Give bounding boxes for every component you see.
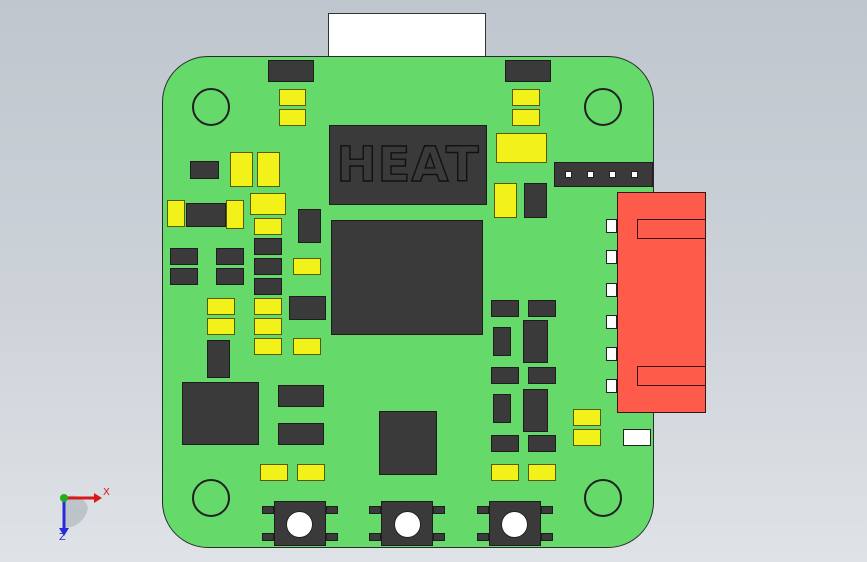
capacitor[interactable]	[297, 464, 325, 481]
side-connector-latch	[637, 219, 706, 239]
header-pin	[565, 171, 572, 178]
tactile-button-pad	[262, 533, 274, 541]
side-connector-pin	[606, 250, 617, 264]
side-connector-pin	[606, 379, 617, 393]
main-mcu-chip[interactable]	[331, 220, 483, 335]
ic-package[interactable]	[528, 367, 556, 384]
ic-package[interactable]	[493, 394, 511, 423]
orientation-triad: X Z	[48, 484, 118, 544]
mounting-hole	[584, 479, 622, 517]
large-ic-package[interactable]	[182, 382, 259, 445]
capacitor[interactable]	[528, 464, 556, 481]
side-connector-pin	[606, 315, 617, 329]
capacitor[interactable]	[512, 89, 540, 106]
tactile-button-pad	[326, 533, 338, 541]
capacitor[interactable]	[496, 133, 547, 163]
side-connector-pin	[606, 347, 617, 361]
capacitor[interactable]	[494, 183, 517, 218]
capacitor[interactable]	[254, 338, 282, 355]
ic-package[interactable]	[216, 248, 244, 265]
capacitor[interactable]	[254, 218, 282, 235]
ic-package[interactable]	[207, 340, 230, 378]
capacitor[interactable]	[254, 298, 282, 315]
tactile-button-pad	[477, 506, 489, 514]
ic-package[interactable]	[170, 248, 198, 265]
ic-package[interactable]	[493, 327, 511, 356]
ic-package[interactable]	[379, 411, 437, 475]
tactile-button[interactable]	[381, 501, 433, 546]
tactile-button-cap[interactable]	[394, 511, 421, 538]
header-pin	[631, 171, 638, 178]
tactile-button-cap[interactable]	[286, 511, 313, 538]
ic-package[interactable]	[491, 367, 519, 384]
capacitor[interactable]	[573, 409, 601, 426]
capacitor[interactable]	[250, 193, 286, 215]
capacitor[interactable]	[512, 109, 540, 126]
mounting-hole	[192, 88, 230, 126]
side-connector-latch	[637, 366, 706, 386]
tactile-button-pad	[262, 506, 274, 514]
mounting-hole	[584, 88, 622, 126]
capacitor[interactable]	[207, 298, 235, 315]
tactile-button-pad	[433, 533, 445, 541]
ic-package[interactable]	[278, 423, 324, 445]
capacitor[interactable]	[279, 89, 306, 106]
z-axis-label: Z	[59, 532, 66, 543]
capacitor[interactable]	[293, 258, 321, 275]
capacitor[interactable]	[573, 429, 601, 446]
tactile-button-pad	[433, 506, 445, 514]
heat-silkscreen-label: HEAT	[336, 136, 480, 193]
ic-package[interactable]	[190, 161, 219, 179]
ic-package[interactable]	[523, 389, 548, 432]
ic-package[interactable]	[216, 268, 244, 285]
ic-package[interactable]	[254, 238, 282, 255]
ic-package[interactable]	[528, 435, 556, 452]
ic-package[interactable]	[186, 203, 226, 227]
ic-package[interactable]	[254, 278, 282, 295]
ic-package[interactable]	[524, 183, 547, 218]
ic-package[interactable]	[254, 258, 282, 275]
tactile-button-cap[interactable]	[501, 511, 528, 538]
ic-package[interactable]	[491, 300, 519, 317]
side-connector-pin	[606, 283, 617, 297]
x-axis-label: X	[103, 487, 110, 498]
ic-package[interactable]	[491, 435, 519, 452]
side-connector-pin	[606, 219, 617, 233]
ic-package[interactable]	[505, 60, 551, 82]
ic-package[interactable]	[268, 60, 314, 82]
tactile-button-pad	[541, 533, 553, 541]
led[interactable]	[623, 429, 651, 446]
capacitor[interactable]	[207, 318, 235, 335]
ic-package[interactable]	[298, 209, 321, 243]
tactile-button-pad	[326, 506, 338, 514]
capacitor[interactable]	[226, 200, 244, 229]
tactile-button-pad	[477, 533, 489, 541]
ic-package[interactable]	[523, 320, 548, 363]
tactile-button-pad	[369, 506, 381, 514]
tactile-button-pad	[541, 506, 553, 514]
mounting-hole	[192, 479, 230, 517]
ic-package[interactable]	[528, 300, 556, 317]
ic-package[interactable]	[289, 296, 326, 320]
capacitor[interactable]	[254, 318, 282, 335]
capacitor[interactable]	[257, 152, 280, 187]
header-pin	[609, 171, 616, 178]
tactile-button-pad	[369, 533, 381, 541]
capacitor[interactable]	[230, 152, 253, 187]
ic-package[interactable]	[170, 268, 198, 285]
capacitor[interactable]	[167, 200, 185, 227]
tactile-button[interactable]	[489, 501, 541, 546]
capacitor[interactable]	[491, 464, 519, 481]
header-pin	[587, 171, 594, 178]
heat-component[interactable]	[329, 125, 487, 205]
capacitor[interactable]	[260, 464, 288, 481]
capacitor[interactable]	[279, 109, 306, 126]
capacitor[interactable]	[293, 338, 321, 355]
ic-package[interactable]	[278, 385, 324, 407]
